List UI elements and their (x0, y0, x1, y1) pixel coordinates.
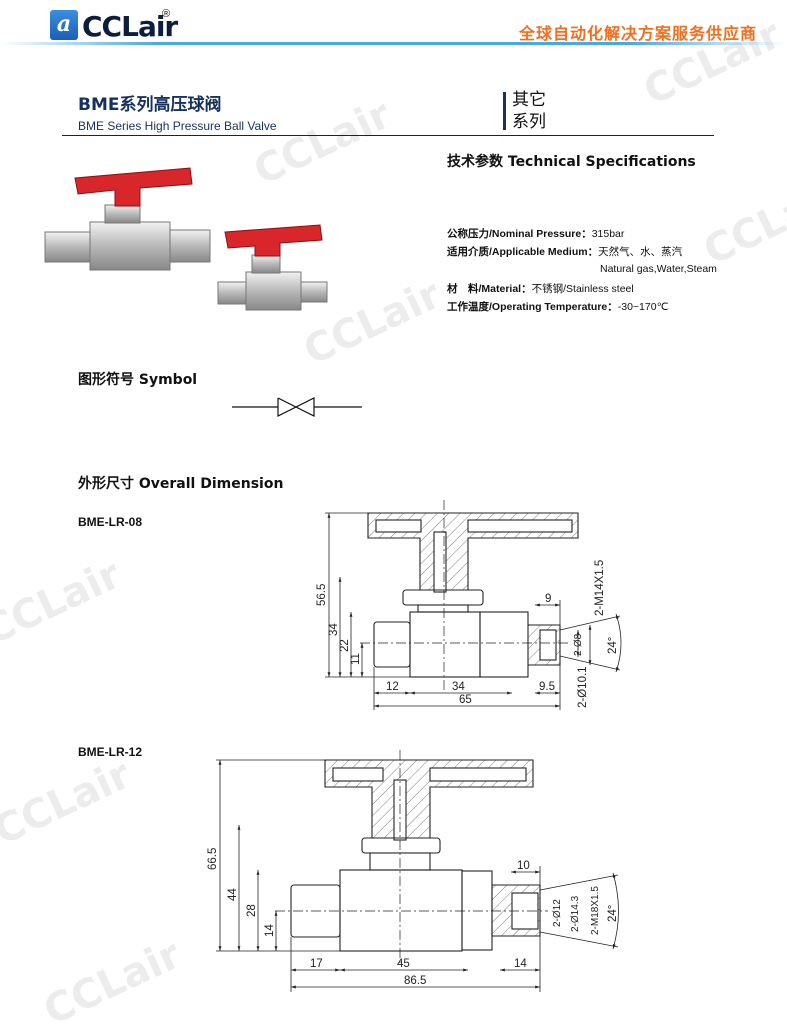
product-title-cn: BME系列高压球阀 (78, 95, 222, 115)
dim-end-length: 14 (514, 958, 527, 970)
dim-body-length: 34 (452, 681, 465, 693)
spec-medium-en: Natural gas,Water,Steam (600, 263, 717, 275)
valve-photo-large (44, 167, 211, 271)
product-photos (44, 167, 328, 311)
spec-label: 公称压力/Nominal Pressure： (447, 228, 592, 240)
header-divider (0, 42, 787, 45)
dim-stem-height: 34 (328, 623, 340, 636)
spec-label: 工作温度/Operating Temperature： (447, 301, 618, 313)
spec-value: -30~170℃ (617, 301, 669, 313)
spec-label: 适用介质/Applicable Medium： (447, 246, 599, 258)
model-label: BME-LR-08 (78, 515, 143, 529)
slogan: 全球自动化解决方案服务供应商 (518, 24, 757, 43)
dim-center-height: 11 (350, 653, 362, 665)
logo-icon: a (50, 10, 78, 40)
dim-body-height: 28 (246, 904, 258, 917)
model-label: BME-LR-12 (78, 745, 143, 759)
category-line2: 系列 (512, 112, 546, 132)
dim-total-length: 65 (459, 694, 472, 706)
spec-nominal-pressure: 公称压力/Nominal Pressure：315bar (447, 226, 624, 241)
drawing-bme-lr-12 (216, 750, 619, 992)
drawing-bme-lr-08 (325, 500, 622, 710)
dim-pipe-length: 17 (310, 958, 323, 970)
dim-total-height: 66.5 (207, 848, 219, 870)
dim-angle: 24° (607, 637, 619, 654)
dim-total-height: 56.5 (316, 584, 328, 606)
product-title-en: BME Series High Pressure Ball Valve (78, 119, 277, 133)
brand-name: CCLair (82, 10, 178, 43)
spec-temperature: 工作温度/Operating Temperature：-30~170℃ (447, 299, 668, 314)
category-marker (503, 92, 506, 130)
spec-value: 不锈钢/Stainless steel (531, 283, 634, 295)
dim-body-length: 45 (397, 958, 410, 970)
spec-label: 材 料/Material： (447, 283, 532, 295)
dim-bore-dia: 2-Ø8 (573, 633, 584, 656)
dim-angle: 24° (607, 905, 619, 922)
specs-heading: 技术参数 Technical Specifications (447, 154, 696, 170)
dimension-heading: 外形尺寸 Overall Dimension (78, 476, 284, 492)
spec-value: 天然气、水、蒸汽 (598, 246, 683, 258)
dim-thread: 2-M18X1.5 (590, 886, 601, 935)
dim-seat-dia: 2-Ø14.3 (570, 895, 581, 932)
dim-pipe-length: 12 (386, 681, 399, 693)
registered-mark: ® (162, 8, 171, 20)
dim-stem-height: 44 (227, 888, 239, 901)
dim-bore-depth: 10 (517, 860, 530, 872)
valve-photo-small (217, 224, 328, 311)
dim-center-height: 14 (264, 924, 276, 937)
ball-valve-symbol (232, 397, 362, 417)
category-line1: 其它 (512, 90, 546, 110)
dimension-drawings: 56.5 34 22 11 12 34 9.5 65 9 2-M14X1.5 2… (207, 500, 622, 992)
dims-bme-lr-12: 66.5 44 28 14 17 45 14 86.5 10 2-Ø12 2-Ø… (207, 848, 619, 987)
symbol-heading: 图形符号 Symbol (78, 372, 198, 388)
dim-total-length: 86.5 (404, 975, 426, 987)
dim-bore-depth: 9 (545, 593, 551, 605)
spec-medium: 适用介质/Applicable Medium：天然气、水、蒸汽 (447, 244, 682, 259)
dim-body-height: 22 (339, 639, 351, 652)
dim-thread: 2-M14X1.5 (594, 560, 606, 616)
dim-seat-dia: 2-Ø10.1 (577, 666, 589, 708)
title-rule (62, 135, 714, 136)
spec-value: 315bar (591, 228, 625, 240)
dim-bore-dia: 2-Ø12 (552, 899, 563, 927)
dim-end-length: 9.5 (539, 681, 555, 693)
spec-material: 材 料/Material：不锈钢/Stainless steel (447, 281, 634, 296)
category-label: 其它系列 (512, 89, 552, 133)
dims-bme-lr-08: 56.5 34 22 11 12 34 9.5 65 9 2-M14X1.5 2… (316, 560, 619, 708)
